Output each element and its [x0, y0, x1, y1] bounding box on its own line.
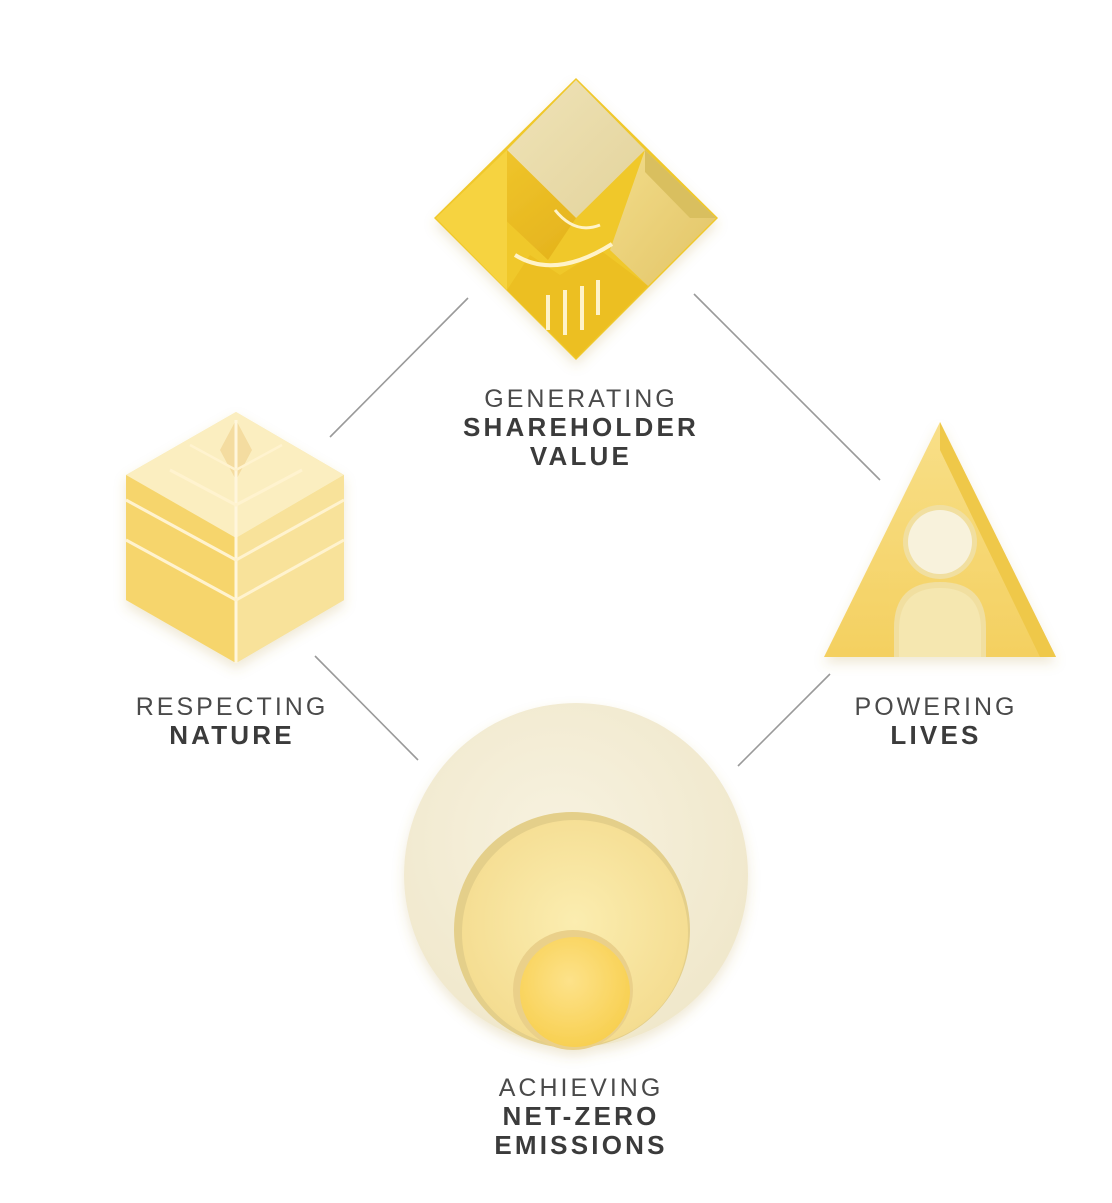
label-powering-lives: POWERING LIVES [786, 693, 1086, 750]
connector-line [329, 297, 469, 438]
person-triangle-icon [824, 422, 1056, 657]
label-bold: EMISSIONS [494, 1130, 668, 1161]
label-bold: SHAREHOLDER [463, 412, 699, 442]
label-bold: NET-ZERO [502, 1101, 660, 1131]
connector-line [693, 293, 881, 481]
label-light: RESPECTING [135, 693, 329, 721]
label-light: GENERATING [484, 385, 678, 413]
label-net-zero-emissions: ACHIEVING NET-ZERO EMISSIONS [431, 1074, 731, 1160]
label-bold: VALUE [529, 441, 633, 472]
handshake-diamond-icon [434, 78, 718, 360]
nested-circles-icon [404, 703, 748, 1050]
connector-line [314, 655, 419, 761]
connector-line [737, 673, 831, 767]
label-light: ACHIEVING [498, 1074, 664, 1102]
label-shareholder-value: GENERATING SHAREHOLDER VALUE [431, 385, 731, 471]
label-light: POWERING [854, 693, 1018, 721]
label-bold: LIVES [890, 720, 982, 750]
label-respecting-nature: RESPECTING NATURE [82, 693, 382, 750]
label-bold: NATURE [169, 720, 295, 750]
leaf-hexagon-icon [125, 412, 345, 663]
